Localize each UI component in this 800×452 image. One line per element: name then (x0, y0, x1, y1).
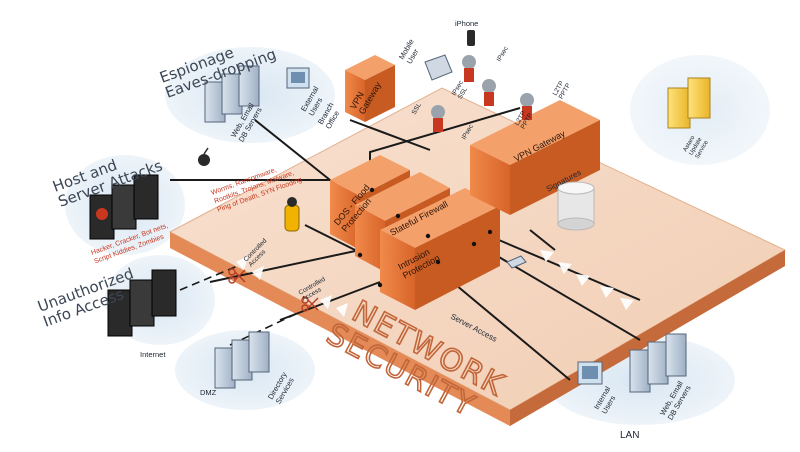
internet-label: Internet (140, 350, 166, 359)
dmz-servers-icon (214, 331, 270, 389)
scissors-icon (301, 296, 319, 312)
internal-users-icon (577, 361, 603, 385)
dmz-label: DMZ (200, 388, 217, 397)
web-email-servers-top-icon (204, 65, 260, 123)
tunnel-icon (462, 55, 476, 82)
malware-bomb-icon (198, 147, 210, 166)
lan-label: LAN (620, 430, 639, 441)
flow-arrows (236, 250, 634, 317)
external-users-icon (286, 67, 310, 89)
mobile-user-laptop-icon (424, 54, 453, 81)
host-attack-servers-icon (89, 174, 159, 240)
vpn-tunnel-icons (431, 55, 534, 132)
port-dots (357, 187, 493, 288)
iphone-icon (467, 30, 475, 46)
ipsec-top-label: IPsec (496, 45, 511, 63)
update-service-servers-icon (667, 77, 711, 129)
tunnel-icon (520, 93, 534, 120)
scissors-icon (228, 268, 246, 284)
iphone-label: iPhone (455, 19, 478, 28)
l2tp-top-label: L2TP PPTP (552, 79, 573, 101)
signatures-database (557, 181, 595, 231)
intrusion-protection-box (380, 188, 500, 310)
lan-servers-icon (629, 333, 687, 393)
tunnel-icon (482, 79, 496, 106)
tunnel-icon (431, 105, 445, 132)
vpn-gateway-large-box (470, 100, 600, 215)
vpn-gateway-small-box (345, 55, 395, 122)
yellow-bomb-icon (284, 197, 300, 232)
mobile-user-label: Mobile User (397, 36, 425, 66)
internet-servers-icon (107, 269, 177, 337)
network-card-icon (506, 255, 527, 269)
